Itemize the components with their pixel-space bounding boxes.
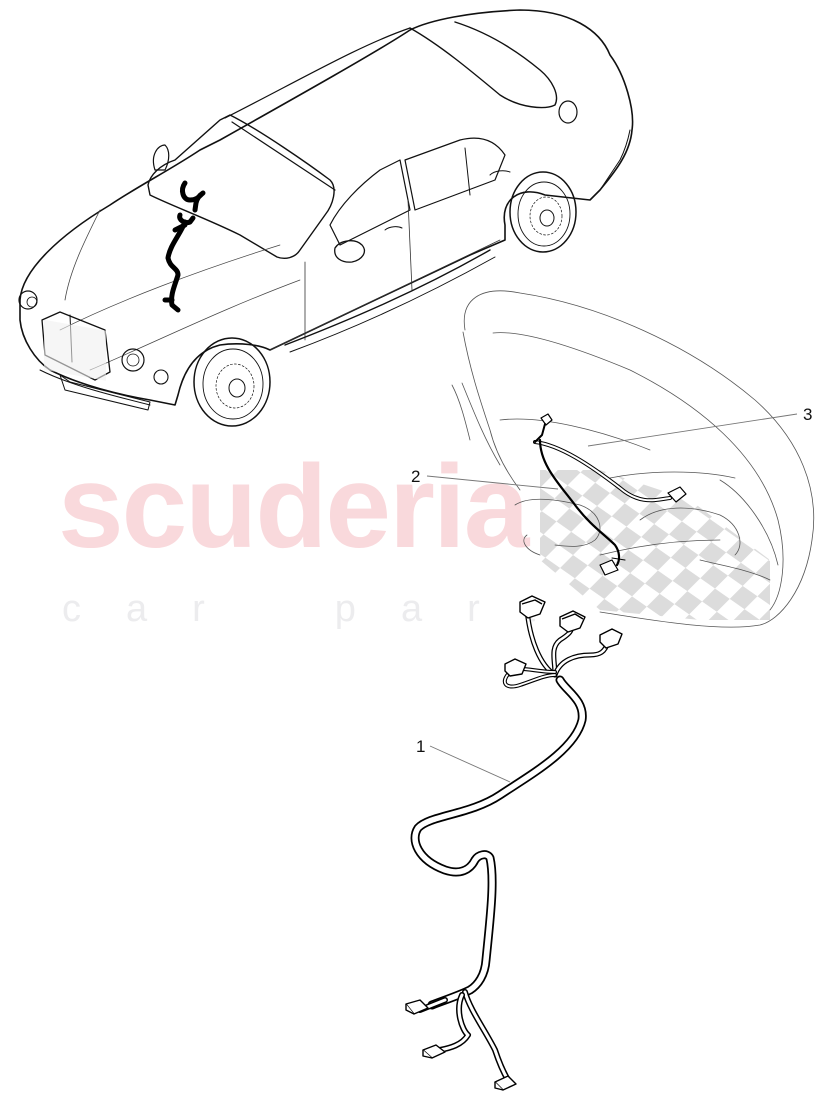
steering-wheel-illustration bbox=[451, 290, 815, 628]
harness-location-highlight bbox=[162, 180, 206, 313]
harness-connectors bbox=[405, 595, 623, 1091]
connector bbox=[504, 658, 527, 677]
watermark-letter: a bbox=[400, 588, 423, 630]
watermark-letter: a bbox=[126, 588, 148, 630]
leader-line-2 bbox=[426, 475, 559, 490]
watermark-letter: r bbox=[467, 588, 480, 630]
watermark-letter: c bbox=[62, 588, 81, 630]
steering-cable-3 bbox=[533, 413, 687, 503]
leader-line-3 bbox=[587, 413, 798, 447]
steering-cable-2 bbox=[538, 438, 626, 576]
callout-2[interactable]: 2 bbox=[411, 467, 421, 486]
callout-1[interactable]: 1 bbox=[416, 737, 426, 756]
watermark-letter: p bbox=[334, 588, 356, 630]
connector bbox=[519, 595, 546, 619]
connector bbox=[559, 610, 586, 633]
watermark-brand: scuderia bbox=[58, 441, 529, 573]
connector bbox=[599, 628, 623, 649]
car-illustration bbox=[18, 9, 634, 427]
callout-leaders bbox=[426, 413, 798, 783]
leader-line-1 bbox=[429, 745, 511, 783]
callout-3[interactable]: 3 bbox=[803, 405, 813, 424]
watermark-letter: r bbox=[192, 588, 205, 630]
main-harness-1 bbox=[410, 607, 611, 1083]
